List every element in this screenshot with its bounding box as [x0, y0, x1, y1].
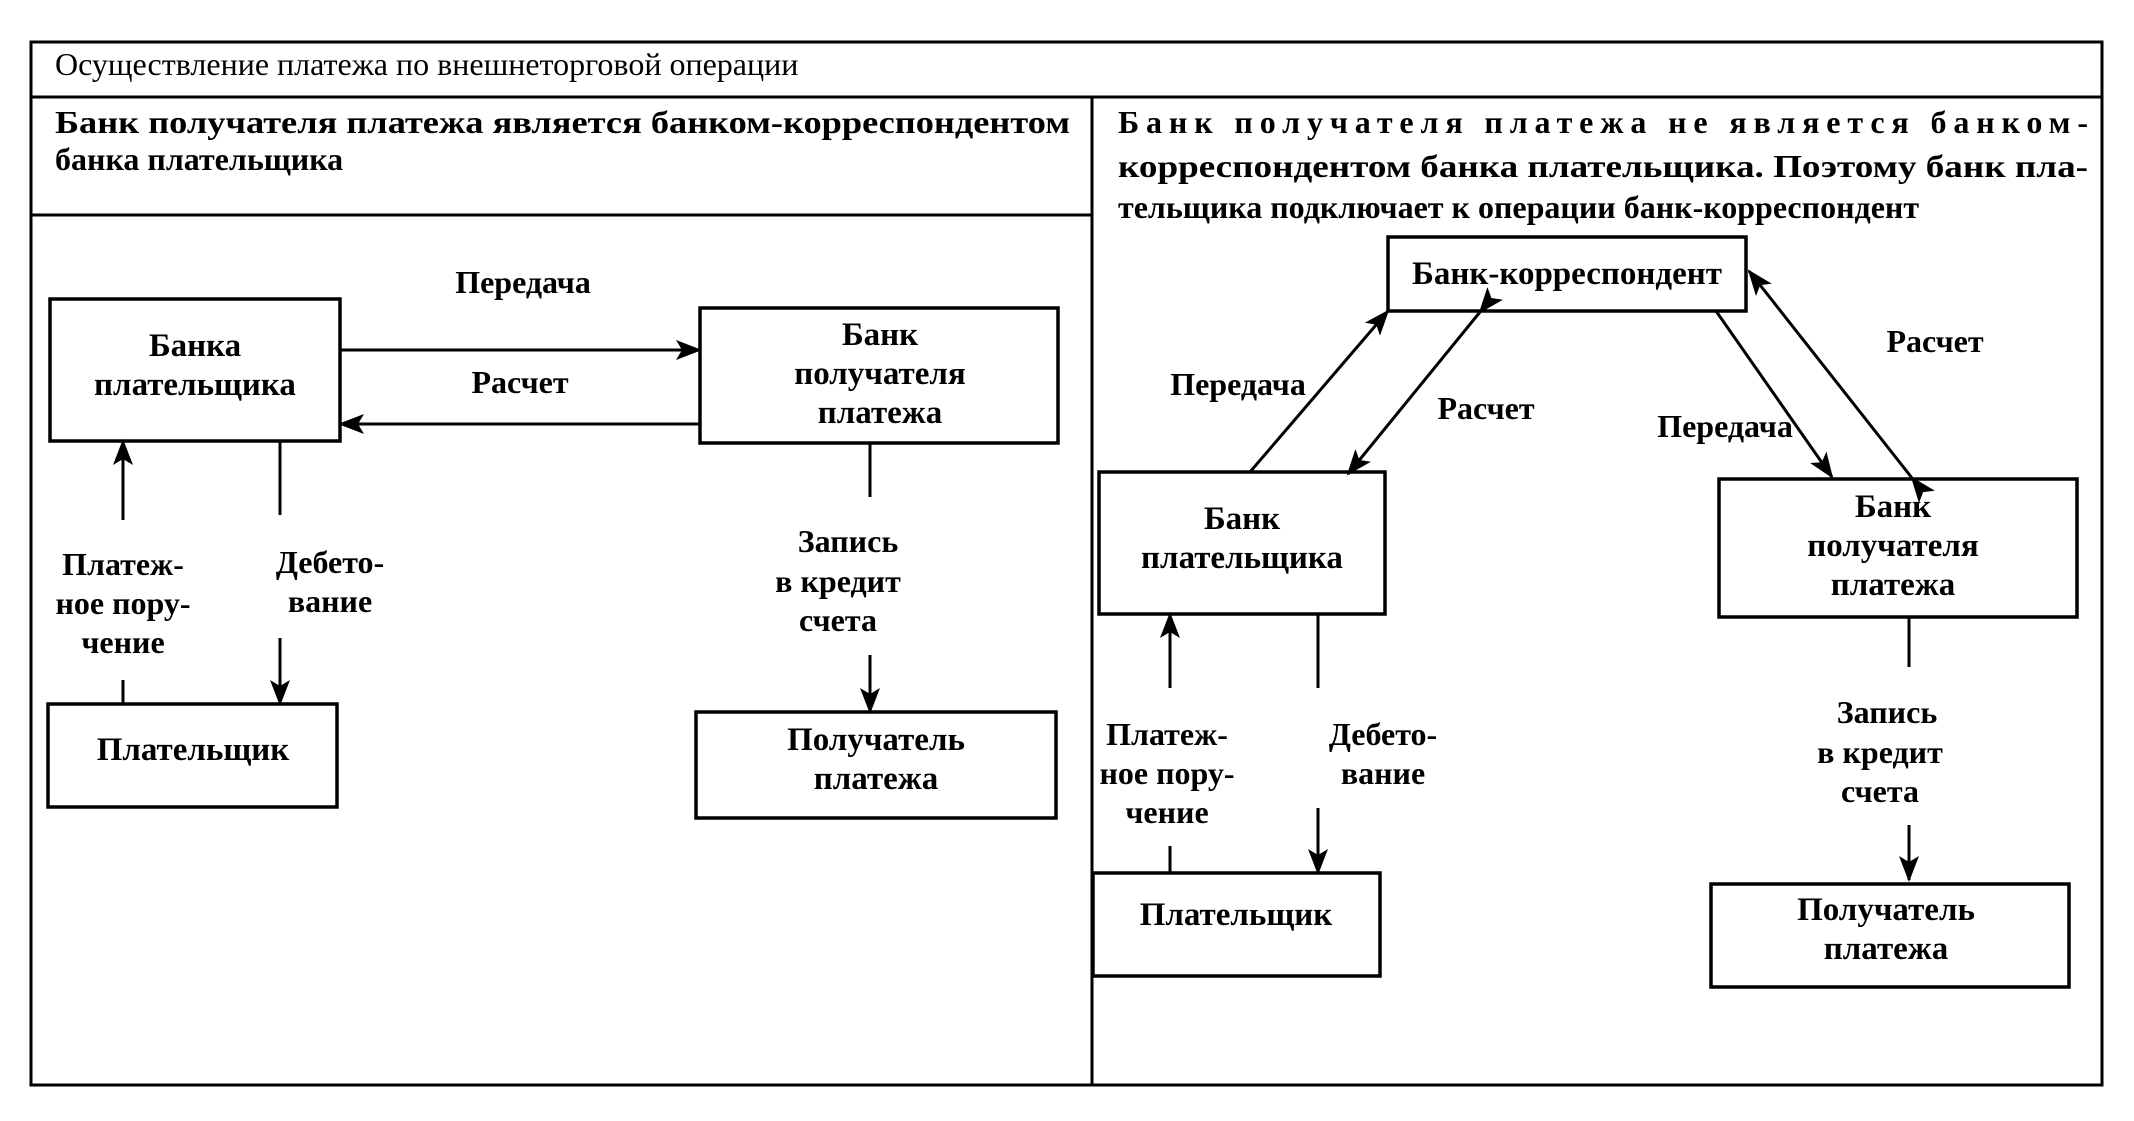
right-recipient-bank-label-3: платежа [1831, 567, 1955, 603]
left-heading-line-1: Банк получателя платежа является банком-… [55, 104, 1070, 140]
right-order-label-3: чение [1125, 794, 1208, 830]
right-credit-label-3: счета [1841, 773, 1919, 809]
right-correspondent-label: Банк-корреспондент [1412, 256, 1722, 292]
right-recipient-bank-label-2: получателя [1807, 528, 1979, 564]
right-payer-bank-label-1: Банк [1204, 501, 1280, 537]
right-heading-line-2: корреспондентом банка плательщика. Поэто… [1118, 148, 2088, 184]
left-credit-label-2: в кредит [775, 563, 901, 599]
left-recipient-label-1: Получатель [787, 722, 965, 758]
left-settlement-label: Расчет [471, 364, 568, 400]
left-order-label-1: Платеж- [62, 546, 184, 582]
right-settlement-label-1: Расчет [1437, 390, 1534, 426]
right-payer-box [1091, 871, 1382, 978]
diagram-title: Осуществление платежа по внешнеторговой … [55, 46, 798, 82]
left-order-label-2: ное пору- [55, 585, 190, 621]
right-payer-bank-box [1097, 470, 1387, 616]
right-heading-line-1: Банк получателя платежа не является банк… [1118, 104, 2088, 140]
left-credit-label-1: Запись [798, 523, 899, 559]
right-recipient-label-2: платежа [1824, 931, 1948, 967]
right-transfer-label-2: Передача [1657, 408, 1793, 444]
left-recipient-box [694, 710, 1058, 820]
right-order-label-1: Платеж- [1106, 716, 1228, 752]
right-settlement-arrow-2 [1747, 269, 1935, 504]
right-heading-line-3: тельщика подключает к операции банк-корр… [1118, 189, 1919, 225]
left-payer-label: Плательщик [97, 732, 290, 768]
left-heading-line-2: банка плательщика [55, 141, 343, 177]
right-payer-label: Плательщик [1140, 897, 1333, 933]
right-credit-label-2: в кредит [1817, 734, 1943, 770]
left-transfer-label: Передача [455, 264, 591, 300]
left-recipient-label-2: платежа [814, 761, 938, 797]
right-settlement-arrow-1 [1346, 287, 1503, 476]
right-recipient-box [1709, 882, 2071, 989]
right-transfer-label-1: Передача [1170, 366, 1306, 402]
left-order-label-3: чение [81, 624, 164, 660]
left-payer-box [46, 702, 339, 809]
right-order-label-2: ное пору- [1099, 755, 1234, 791]
left-recipient-bank-label-1: Банк [842, 317, 918, 353]
right-debit-label-2: вание [1341, 755, 1425, 791]
left-debit-label-1: Дебето- [276, 544, 384, 580]
left-recipient-bank-box [698, 306, 1060, 445]
left-recipient-bank-label-3: платежа [818, 395, 942, 431]
right-transfer-arrow-2 [1714, 310, 1834, 479]
left-credit-label-3: счета [799, 602, 877, 638]
right-recipient-label-1: Получатель [1797, 892, 1975, 928]
left-payer-bank-label-1: Банка [149, 328, 241, 364]
left-recipient-bank-label-2: получателя [794, 356, 966, 392]
right-settlement-label-2: Расчет [1886, 323, 1983, 359]
right-payer-bank-label-2: плательщика [1141, 540, 1343, 576]
right-credit-label-1: Запись [1837, 694, 1938, 730]
right-recipient-bank-label-1: Банк [1855, 489, 1931, 525]
left-payer-bank-box [48, 297, 342, 443]
left-payer-bank-label-2: плательщика [94, 367, 296, 403]
right-debit-label-1: Дебето- [1329, 716, 1437, 752]
outer-frame [29, 40, 2104, 1087]
left-debit-label-2: вание [288, 583, 372, 619]
